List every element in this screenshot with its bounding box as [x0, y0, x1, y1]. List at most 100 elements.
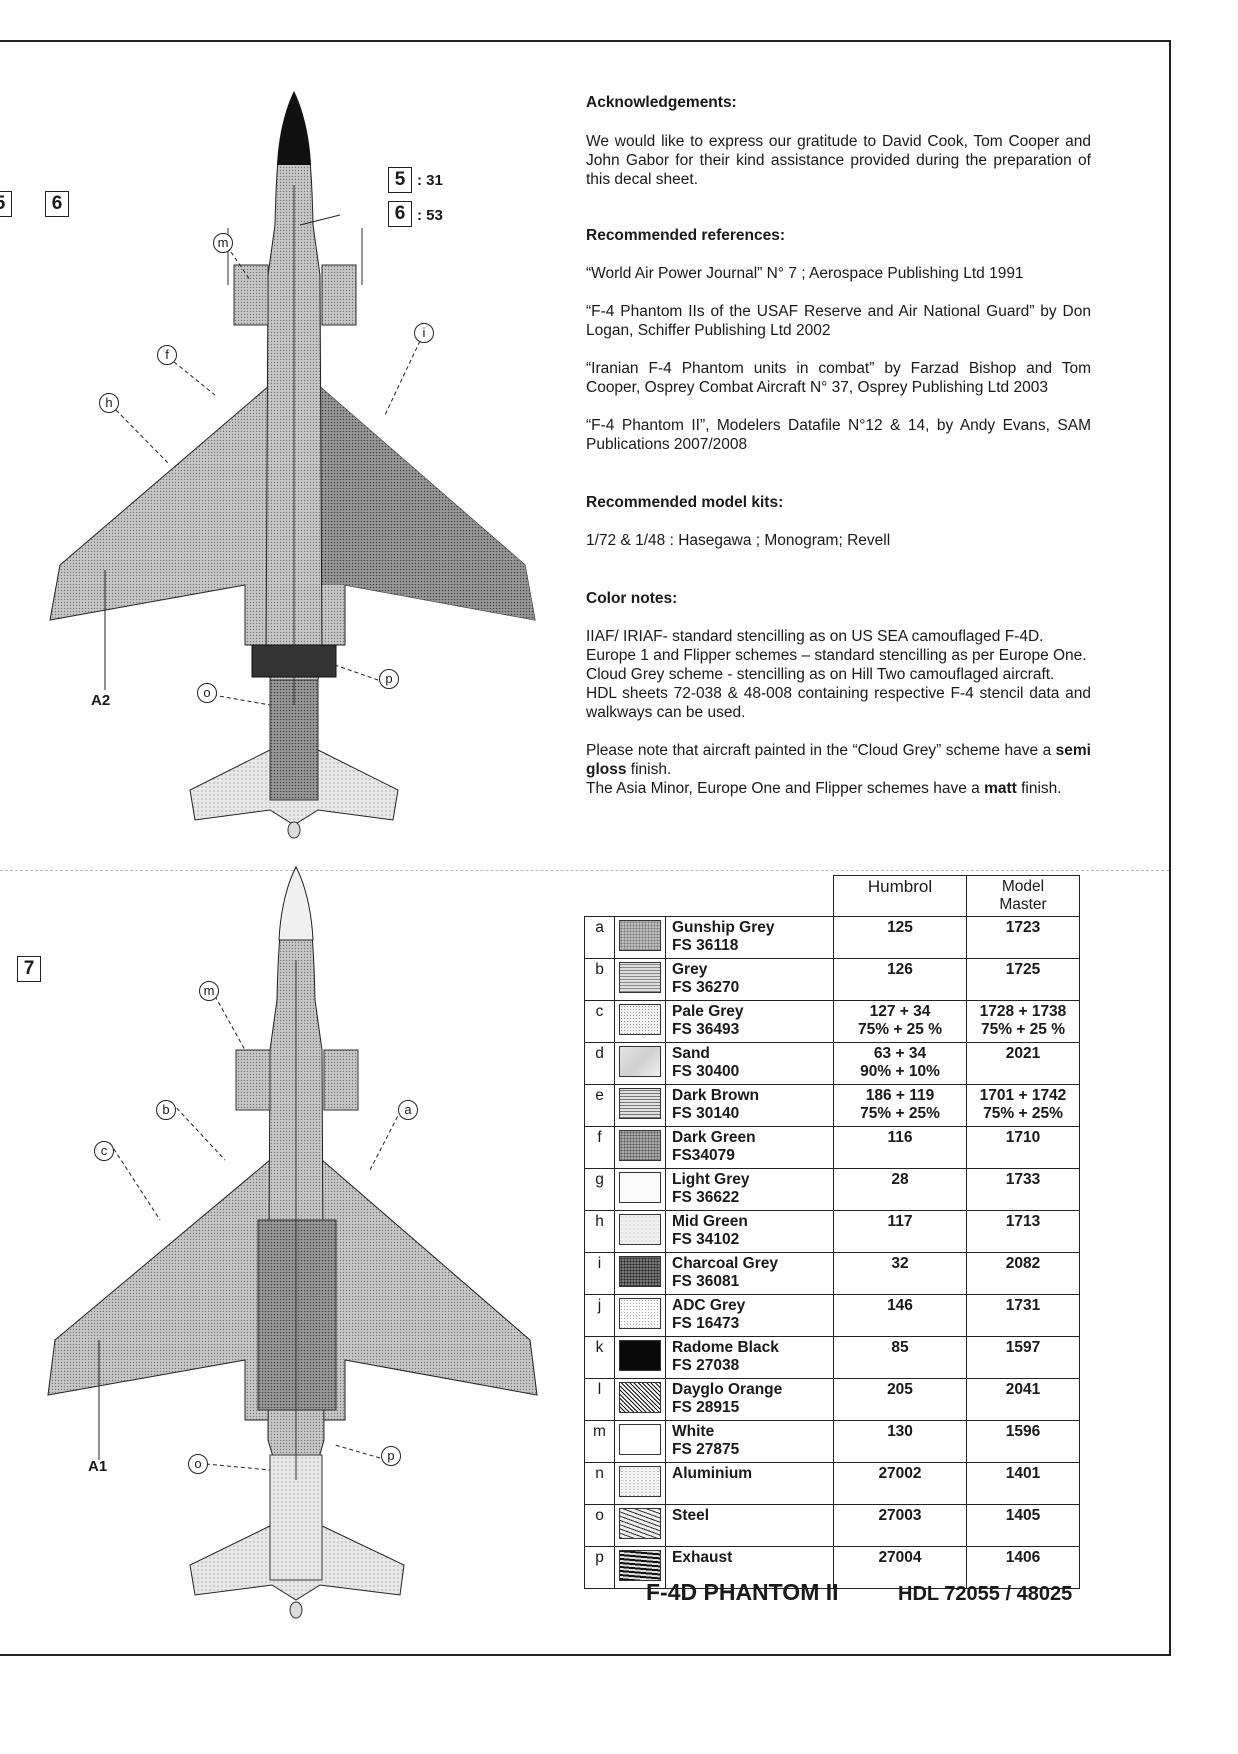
model-master-value: 1406	[1005, 1548, 1041, 1566]
fs-code: FS34079	[672, 1146, 735, 1164]
row-letter: m	[584, 1419, 615, 1463]
swatch-h	[619, 1213, 661, 1245]
callout-i-top: i	[414, 323, 434, 343]
acknowledgements-text: We would like to express our gratitude t…	[586, 133, 1091, 188]
color-name: Dark Brown	[672, 1086, 759, 1104]
color-swatch	[614, 1083, 666, 1127]
fs-code: FS 30140	[672, 1104, 740, 1122]
color-name: Grey	[672, 960, 708, 978]
humbrol-cell: 205	[833, 1377, 967, 1421]
decal-number-5: 5	[388, 167, 412, 193]
callout-m-bottom: m	[199, 981, 219, 1001]
model-master-value: 1401	[1005, 1464, 1041, 1482]
model-master-cell: 1725	[966, 957, 1080, 1001]
humbrol-value: 27004	[878, 1548, 922, 1566]
humbrol-cell: 126	[833, 957, 967, 1001]
model-master-value: 1405	[1005, 1506, 1041, 1524]
swatch-m	[619, 1423, 661, 1455]
humbrol-value: 116	[887, 1128, 913, 1146]
humbrol-cell: 117	[833, 1209, 967, 1253]
row-letter: d	[584, 1041, 615, 1085]
humbrol-value: 130	[887, 1422, 913, 1440]
color-name: Aluminium	[672, 1464, 753, 1482]
frame-border-right	[1169, 40, 1171, 1656]
finish-note-1-bold: semi gloss	[586, 742, 1091, 778]
reference-item: “World Air Power Journal” N° 7 ; Aerospa…	[586, 265, 1024, 282]
color-name: Exhaust	[672, 1548, 733, 1566]
model-master-cell: 1713	[966, 1209, 1080, 1253]
aircraft-top-view-lower	[47, 865, 538, 1619]
label-a1: A1	[88, 1458, 108, 1475]
humbrol-value: 146	[887, 1296, 913, 1314]
header-mm-line2: Master	[999, 896, 1047, 913]
finish-note-2-text: The Asia Minor, Europe One and Flipper s…	[586, 780, 985, 797]
model-master-value: 1723	[1005, 918, 1041, 936]
row-letter: n	[584, 1461, 615, 1505]
color-swatch	[614, 1461, 666, 1505]
kits-heading: Recommended model kits:	[586, 494, 784, 511]
color-note: IIAF/ IRIAF- standard stencilling as on …	[586, 628, 1044, 645]
humbrol-value: 126	[887, 960, 913, 978]
fs-code: FS 27875	[672, 1440, 740, 1458]
model-master-mix: 75% + 25 %	[980, 1020, 1066, 1038]
humbrol-value: 85	[891, 1338, 909, 1356]
model-master-value: 1710	[1005, 1128, 1041, 1146]
humbrol-mix: 75% + 25 %	[857, 1020, 943, 1038]
humbrol-cell: 125	[833, 915, 967, 959]
row-letter: a	[584, 915, 615, 959]
color-name: Gunship Grey	[672, 918, 775, 936]
fs-code: FS 16473	[672, 1314, 740, 1332]
model-master-value: 1725	[1005, 960, 1041, 978]
color-swatch	[614, 1251, 666, 1295]
swatch-o	[619, 1507, 661, 1539]
model-master-cell: 1401	[966, 1461, 1080, 1505]
fs-code: FS 28915	[672, 1398, 740, 1416]
humbrol-value: 186 + 119	[865, 1086, 935, 1104]
model-master-mix: 75% + 25%	[983, 1104, 1063, 1122]
color-name: Light Grey	[672, 1170, 750, 1188]
row-letter: g	[584, 1167, 615, 1211]
reference-item: “F-4 Phantom II”, Modelers Datafile N°12…	[586, 417, 1091, 453]
humbrol-cell: 32	[833, 1251, 967, 1295]
swatch-b	[619, 961, 661, 993]
humbrol-value: 28	[891, 1170, 909, 1188]
color-name: Charcoal Grey	[672, 1254, 778, 1272]
references-section: Recommended references: “World Air Power…	[586, 226, 1091, 454]
humbrol-cell: 27002	[833, 1461, 967, 1505]
humbrol-mix: 75% + 25%	[860, 1104, 940, 1122]
humbrol-cell: 130	[833, 1419, 967, 1463]
row-letter: b	[584, 957, 615, 1001]
color-swatch	[614, 915, 666, 959]
humbrol-mix: 90% + 10%	[860, 1062, 940, 1080]
row-letter: l	[584, 1377, 615, 1421]
color-name-cell: Aluminium	[665, 1461, 834, 1505]
model-master-value: 1596	[1005, 1422, 1041, 1440]
callout-o-bottom: o	[188, 1454, 208, 1474]
color-name: Dark Green	[672, 1128, 756, 1146]
humbrol-value: 205	[887, 1380, 913, 1398]
color-swatch	[614, 957, 666, 1001]
swatch-d	[619, 1045, 661, 1077]
header-humbrol-label: Humbrol	[867, 877, 933, 896]
color-swatch	[614, 1293, 666, 1337]
finish-note-2: The Asia Minor, Europe One and Flipper s…	[586, 779, 1091, 798]
frame-border-bottom	[0, 1654, 1171, 1656]
humbrol-value: 27002	[878, 1464, 922, 1482]
humbrol-cell: 28	[833, 1167, 967, 1211]
fs-code: FS 36270	[672, 978, 740, 996]
